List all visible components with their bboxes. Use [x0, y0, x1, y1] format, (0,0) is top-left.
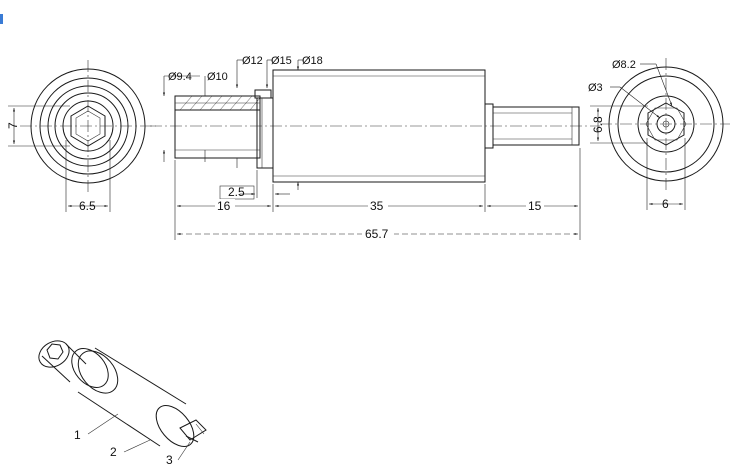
- dim-dia-18: Ø18: [302, 55, 323, 67]
- dim-left-width: 6.5: [79, 199, 96, 213]
- left-end-view: 7 6.5: [6, 60, 156, 213]
- left-shaft: [174, 95, 261, 159]
- dim-right-dia-8-2: Ø8.2: [612, 59, 636, 71]
- right-end-view: Ø8.2 Ø3 6.8 6: [588, 58, 730, 211]
- dim-right-width: 6: [662, 197, 669, 211]
- side-view: Ø9.4 Ø10 Ø12 Ø15 Ø18 2.5 16 35: [150, 55, 600, 241]
- part-label-2: 2: [110, 445, 117, 459]
- dim-right-dia-3: Ø3: [588, 82, 603, 94]
- dim-right-height: 6.8: [591, 116, 605, 133]
- part-label-1: 1: [74, 428, 81, 442]
- dim-len-35: 35: [370, 199, 384, 213]
- part-label-3: 3: [166, 453, 173, 467]
- right-shaft: [492, 106, 580, 146]
- dim-len-2-5: 2.5: [228, 185, 245, 199]
- dim-dia-10: Ø10: [207, 71, 228, 83]
- dim-len-16: 16: [217, 199, 231, 213]
- dim-left-height: 7: [6, 122, 20, 129]
- dim-dia-9-4: Ø9.4: [168, 71, 192, 83]
- isometric-view: 1 2 3: [38, 340, 207, 467]
- dim-dia-15: Ø15: [271, 55, 292, 67]
- dim-len-15: 15: [528, 199, 542, 213]
- dim-overall-length: 65.7: [365, 227, 389, 241]
- dim-dia-12: Ø12: [242, 55, 263, 67]
- corner-marker: [0, 14, 3, 24]
